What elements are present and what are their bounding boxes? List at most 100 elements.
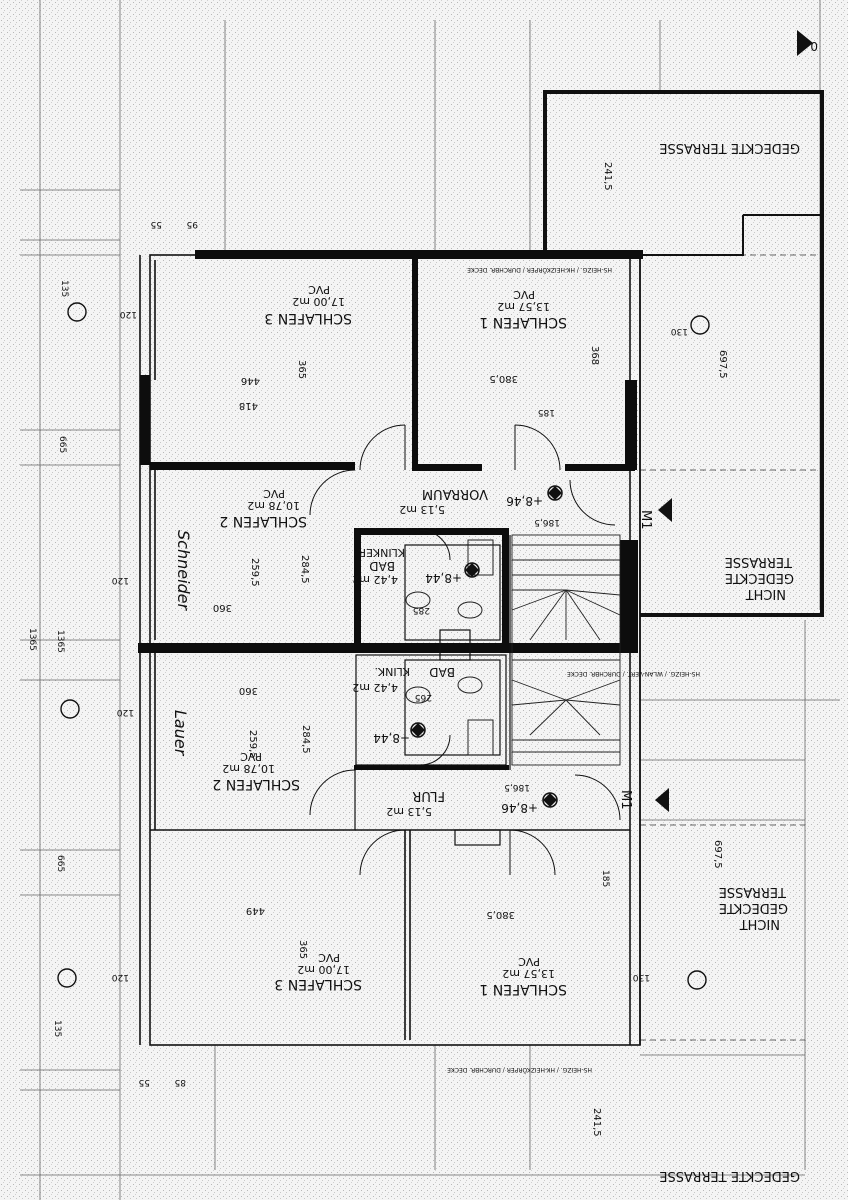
- room-bad-name: BAD: [369, 559, 395, 573]
- dim-241-top: 241,5: [602, 162, 613, 191]
- dim-380-top: 380,5: [489, 373, 518, 384]
- dim-360-bottom: 360: [239, 685, 258, 696]
- note-top-right: HS-HEIZG. / HK-HEIZKÖRPER / DURCHBR. DEC…: [467, 266, 612, 273]
- terrace-bottom-line1: NICHT: [740, 916, 780, 931]
- room-flur-level: +8,46: [501, 801, 538, 815]
- room-schlafen2-top-name: SCHLAFEN 2: [219, 513, 307, 529]
- dim-365-top: 365: [296, 360, 307, 379]
- dim-665-left2: 665: [55, 855, 65, 872]
- room-klink-bad-level: +8,44: [373, 731, 410, 745]
- marker-m1-lower: M1: [618, 790, 633, 810]
- section-arrow-top: [797, 30, 813, 56]
- dim-284-top: 284,5: [299, 555, 310, 584]
- dim-241-bottom: 241,5: [591, 1108, 602, 1137]
- dim-697-bottom: 697,5: [712, 840, 723, 869]
- terrace-right-line2: GEDECKTE: [725, 570, 794, 585]
- room-vorraum-name: VORRAUM: [422, 486, 488, 501]
- dim-380-bottom: 380,5: [486, 909, 515, 920]
- room-schlafen3-top-floor: PVC: [308, 283, 330, 296]
- interior-lines: [354, 535, 511, 846]
- room-schlafen2-top-area: 10,78 m2: [247, 499, 300, 512]
- room-nicht-gedeckte-terrasse-right: NICHT GEDECKTE TERRASSE: [725, 554, 794, 601]
- level-markers: [410, 485, 563, 808]
- terrace-walls: [543, 90, 824, 617]
- note-right-middle: HS-HEIZG. / WLAN-VERT. / DURCHBR. DECKE: [567, 670, 700, 677]
- dim-259-top: 259,5: [249, 558, 260, 587]
- note-bottom: HS-HEIZG. / HK-HEIZKÖRPER / DURCHBR. DEC…: [447, 1066, 592, 1073]
- dim-284-bottom: 284,5: [300, 725, 311, 754]
- terrace-bottom-line2: GEDECKTE: [719, 900, 788, 915]
- handwriting-lauer: Lauer: [171, 710, 190, 757]
- dim-418-top: 418: [239, 400, 258, 411]
- dim-365-bottom: 365: [297, 940, 308, 959]
- room-schlafen2-top-floor: PVC: [263, 487, 285, 500]
- label-layer: 0 GEDECKTE TERRASSE SCHLAFEN 3 17,00 m2 …: [27, 39, 818, 1183]
- dim-665-left: 665: [57, 436, 67, 453]
- dim-697-top: 697,5: [717, 350, 728, 379]
- room-klink-bad-area: 4,42 m2: [352, 681, 398, 694]
- room-schlafen1-bottom-area: 13,57 m2: [502, 967, 555, 980]
- room-schlafen1-bottom-name: SCHLAFEN 1: [479, 981, 567, 997]
- room-schlafen1-top-name: SCHLAFEN 1: [479, 314, 567, 330]
- dim-265-bad: 265: [415, 692, 432, 702]
- column-circles: [57, 302, 710, 990]
- room-schlafen1-top-floor: PVC: [513, 288, 535, 301]
- dim-135-left: 135: [59, 280, 69, 297]
- room-gedeckte-terrasse-bottom: GEDECKTE TERRASSE: [659, 1168, 800, 1183]
- handwriting-schneider: Schneider: [174, 530, 193, 612]
- dim-120-d: 120: [112, 972, 129, 982]
- room-klink-bad-name: BAD: [429, 665, 455, 679]
- thick-walls: [138, 250, 643, 770]
- dim-368-top: 368: [589, 346, 600, 365]
- room-schlafen2-bottom-name: SCHLAFEN 2: [212, 776, 300, 792]
- room-schlafen3-bottom-name: SCHLAFEN 3: [274, 976, 362, 992]
- dim-285-bad: 285: [413, 605, 430, 615]
- marker-m1-upper: M1: [638, 510, 653, 530]
- room-bad-area: 4,42 m2: [352, 573, 398, 586]
- terrace-right-line3: TERRASSE: [725, 554, 793, 569]
- room-schlafen1-bottom-floor: PVC: [518, 955, 540, 968]
- dim-1365-left: 1365: [27, 628, 37, 651]
- door-swings: [309, 424, 621, 876]
- room-nicht-gedeckte-terrasse-bottom: NICHT GEDECKTE TERRASSE: [719, 884, 788, 931]
- room-schlafen3-top-name: SCHLAFEN 3: [264, 310, 352, 326]
- staircase: [511, 534, 621, 766]
- room-gedeckte-terrasse-top: GEDECKTE TERRASSE: [659, 140, 800, 155]
- room-flur-area: 5,13 m2: [386, 805, 432, 818]
- dim-130-b: 130: [633, 972, 650, 982]
- dim-185-bottom: 185: [600, 870, 610, 887]
- dim-259-bottom: 259,5: [247, 730, 258, 759]
- room-flur-name: FLUR: [412, 788, 445, 803]
- dim-120-b: 120: [112, 575, 129, 585]
- room-vorraum-level: +8,46: [506, 494, 543, 508]
- terrace-right-line1: NICHT: [746, 586, 786, 601]
- dim-185-top: 185: [538, 407, 555, 417]
- room-vorraum-area: 5,13 m2: [399, 503, 445, 516]
- bath-fixtures: [405, 539, 494, 756]
- dim-135-left2: 135: [52, 1020, 62, 1037]
- room-bad-level: +8,44: [425, 571, 462, 585]
- section-markers: [655, 30, 813, 812]
- dim-55-top: 55: [151, 219, 162, 229]
- section-arrow-m1-upper: [658, 498, 672, 522]
- dim-1365-left2: 1365: [55, 630, 65, 653]
- dim-446-top: 446: [241, 375, 260, 386]
- room-schlafen3-bottom-floor: PVC: [318, 951, 340, 964]
- room-schlafen3-bottom-area: 17,00 m2: [297, 963, 350, 976]
- dim-95-top: 95: [187, 219, 198, 229]
- dim-120-a: 120: [120, 309, 137, 319]
- room-schlafen2-bottom-floor: PVC: [240, 750, 262, 763]
- room-klink-bad-floor: KLINK.: [374, 665, 410, 678]
- dim-449-bottom: 449: [246, 905, 265, 916]
- room-bad-floor: KLINKER: [358, 546, 405, 559]
- section-arrow-m1-lower: [655, 788, 669, 812]
- room-schlafen2-bottom-area: 10,78 m2: [222, 762, 275, 775]
- dim-55-bottom: 55: [139, 1077, 150, 1087]
- dim-120-c: 120: [117, 707, 134, 717]
- marker-top-label: 0: [810, 39, 818, 53]
- terrace-bottom-line3: TERRASSE: [719, 884, 787, 899]
- dim-85-bottom: 85: [175, 1077, 186, 1087]
- dim-186-stair-bottom: 186,5: [504, 782, 530, 792]
